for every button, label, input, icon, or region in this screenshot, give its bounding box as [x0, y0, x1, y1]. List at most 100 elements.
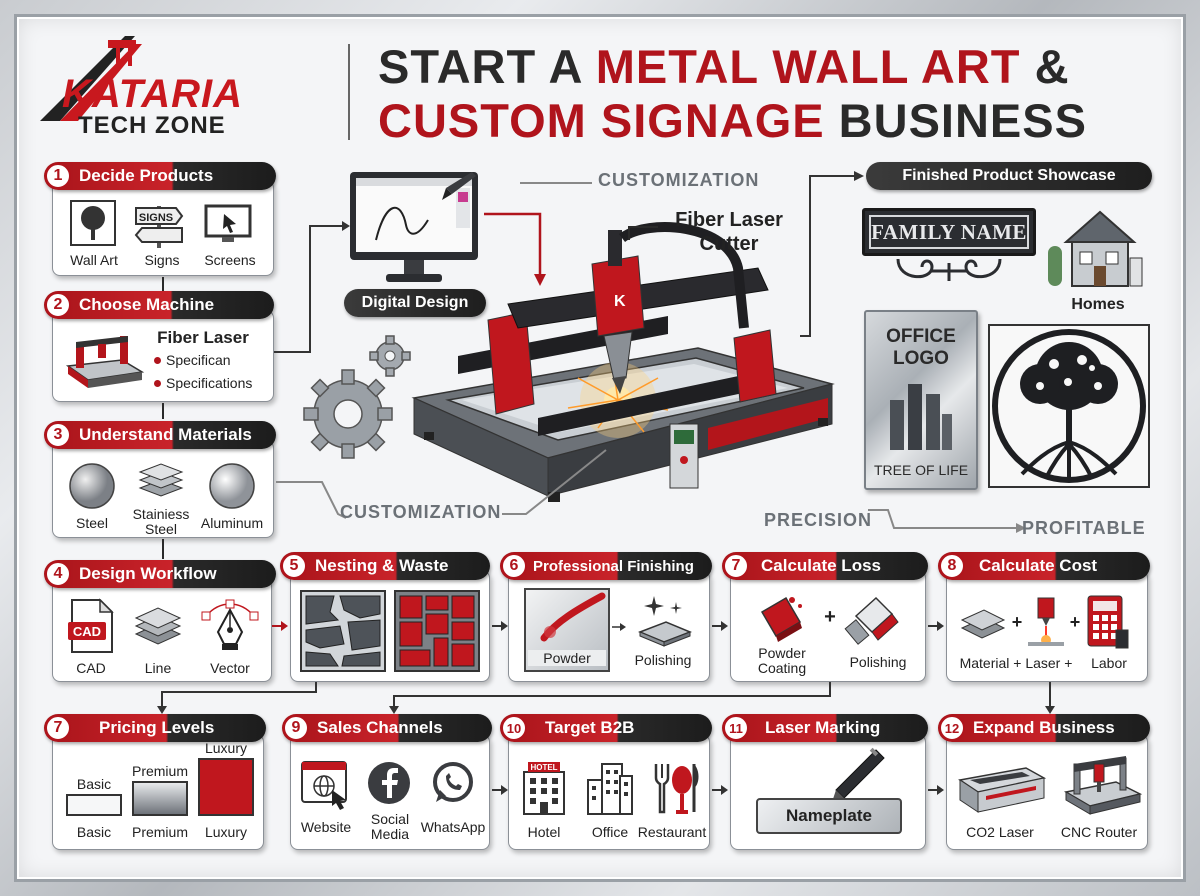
gear-icon: [303, 335, 411, 459]
step-5-pill: 5 Nesting & Waste: [280, 552, 490, 580]
flow-label-customization-top: CUSTOMIZATION: [598, 170, 760, 190]
step-1-number: 1: [45, 163, 71, 189]
step-10-item-office: Office: [591, 824, 629, 840]
polishing-brush-icon: [844, 596, 899, 645]
step-10-pill: 10 Target B2B: [500, 714, 712, 742]
step-4-item-cad: CAD: [76, 660, 106, 676]
tree-of-life-art-icon: [988, 324, 1150, 488]
plus-sign: +: [1011, 612, 1023, 632]
step-8-item-labor: Labor: [1091, 655, 1127, 671]
screen-icon: [204, 204, 252, 242]
bullet-dot: [154, 357, 161, 364]
step-7-title: Calculate Loss: [761, 556, 881, 575]
step-8-number: 8: [939, 553, 965, 579]
hotel-sign-text: HOTEL: [530, 763, 557, 772]
small-cnc-machine-icon: [65, 336, 145, 388]
pen-tool-icon: [201, 599, 259, 650]
step-12-pill: 12 Expand Business: [938, 714, 1150, 742]
step-6-item-polishing: Polishing: [634, 652, 692, 668]
facebook-icon: [368, 762, 410, 804]
arrow-5-6-icon: [492, 621, 508, 631]
step-6-number: 6: [501, 553, 527, 579]
step-1-pill: 1 Decide Products: [44, 162, 276, 190]
pricing-tier-top-label: Luxury: [204, 740, 248, 756]
flow-arrow-machine-to-design: [274, 221, 350, 353]
office-logo-text: OFFICE LOGO: [886, 326, 956, 369]
showcase-pill: Finished Product Showcase: [866, 162, 1152, 190]
arrow-9-10-icon: [492, 785, 508, 795]
step-4-item-line: Line: [144, 660, 172, 676]
pricing-tier-bottom-label: Basic: [76, 824, 112, 840]
step-9-number: 9: [283, 715, 309, 741]
hotel-building-icon: HOTEL: [523, 762, 565, 815]
step-10-item-hotel: Hotel: [527, 824, 561, 840]
step-6-item-powder: Powder: [528, 650, 606, 666]
step-2-heading: Fiber Laser: [157, 328, 249, 347]
flow-arrow-precision: [868, 509, 1026, 533]
house-icon: [1048, 210, 1143, 287]
step-4-number: 4: [45, 561, 71, 587]
arrow-11-12-icon: [928, 785, 944, 795]
step-6-title: Professional Finishing: [533, 557, 694, 575]
step-7-pill: 7 Calculate Loss: [722, 552, 928, 580]
step-1-item-signs: Signs: [144, 252, 180, 268]
plus-sign: +: [824, 606, 836, 628]
flow-line-bottom: [276, 449, 607, 519]
waste-layout-icon: [394, 590, 480, 672]
arrow-7-8-icon: [928, 621, 944, 631]
step-4-item-vector: Vector: [210, 660, 250, 676]
showcase-title: Finished Product Showcase: [902, 167, 1116, 184]
step-10-title: Target B2B: [545, 718, 635, 737]
tree-of-life-text: TREE OF LIFE: [873, 462, 969, 478]
arrow-6-7-icon: [712, 621, 728, 631]
digital-design-pill: Digital Design: [344, 289, 486, 317]
header-divider: [348, 44, 350, 140]
step-6-pill: 6 Professional Finishing: [500, 552, 712, 580]
pricing-tier-top-label: Basic: [76, 776, 112, 792]
aluminum-disc-icon: [209, 463, 255, 509]
pricing-tier-bar-premium: [132, 781, 188, 816]
arrow-4-5-icon: [272, 621, 288, 631]
cad-file-label: CAD: [73, 624, 101, 639]
machine-label-pointer-h: [628, 226, 658, 228]
calculator-icon: [1087, 595, 1129, 649]
pricing-tier-bottom-label: Luxury: [204, 824, 248, 840]
bullet-dot: [154, 380, 161, 387]
cad-file-icon: CAD: [68, 598, 114, 653]
plus-sign: +: [1069, 612, 1081, 632]
flow-label-precision: PRECISION: [764, 510, 873, 530]
signpost-icon: SIGNS: [134, 206, 184, 248]
step-7-item-polishing: Polishing: [849, 654, 907, 670]
flow-line-top: [520, 182, 592, 184]
laser-beam-icon: [1028, 597, 1064, 646]
step-1-title: Decide Products: [79, 166, 214, 185]
flow-label-customization-bottom: CUSTOMIZATION: [340, 502, 502, 522]
step-2-title: Choose Machine: [79, 295, 215, 314]
building-logo-icon: [890, 384, 952, 450]
tree-icon: [70, 200, 116, 246]
step-11-pill: 11 Laser Marking: [722, 714, 928, 742]
flow-arrow-to-showcase: [800, 171, 864, 337]
step-3-number: 3: [45, 422, 71, 448]
step-2-bullet-2: Specifications: [166, 375, 253, 391]
step-7-item-powder-coating: Powder Coating: [757, 645, 807, 676]
step-10-number: 10: [501, 715, 527, 741]
pricing-title: Pricing Levels: [99, 718, 215, 737]
nameplate-text: Nameplate: [786, 806, 872, 825]
marker-pen-icon: [832, 747, 885, 802]
nesting-layout-icon: [300, 590, 386, 672]
arrow-icon: [612, 623, 626, 631]
stacked-sheets-icon: [138, 463, 184, 497]
flow-arrow-design-to-cutter: [484, 212, 546, 286]
powder-spray-icon: [540, 592, 606, 642]
step-10-item-restaurant: Restaurant: [637, 824, 707, 840]
step-3-item-steel: Steel: [76, 515, 108, 531]
nameplate: Nameplate: [756, 798, 902, 834]
step-9-item-social-media: Social Media: [370, 811, 410, 842]
fiber-laser-cutter-illustration: K: [411, 222, 835, 502]
layers-icon: [134, 607, 182, 645]
connector-1-2: [162, 277, 164, 291]
connector-2-3: [162, 403, 164, 419]
step-5-number: 5: [281, 553, 307, 579]
pricing-tier-bar-luxury: [198, 758, 254, 816]
